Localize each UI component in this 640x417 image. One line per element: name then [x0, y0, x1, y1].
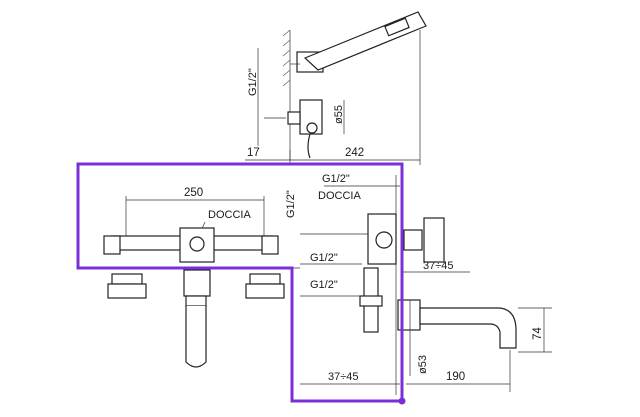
label-37-45-lower: 37÷45: [328, 371, 359, 383]
top-shower-assembly: [245, 11, 427, 165]
label-doccia-front: DOCCIA: [208, 209, 251, 221]
label-74: 74: [532, 327, 544, 340]
label-g12-top: G1/2": [247, 68, 259, 96]
label-250: 250: [184, 187, 203, 199]
label-37-45-upper: 37÷45: [423, 260, 454, 272]
label-g12-side-a: G1/2": [322, 173, 350, 185]
label-d55: ø55: [333, 105, 345, 124]
label-190: 190: [446, 371, 465, 383]
label-g12-mid2: G1/2": [310, 279, 338, 291]
label-17: 17: [247, 147, 260, 159]
highlight-handle[interactable]: [398, 397, 406, 405]
label-doccia-side: DOCCIA: [318, 190, 361, 202]
label-d53: ø53: [417, 355, 429, 374]
highlight-outline: [76, 162, 404, 403]
front-mixer-assembly: [90, 196, 300, 368]
label-g12-side-b: G1/2": [285, 190, 297, 218]
side-view-assembly: [300, 175, 552, 395]
label-242: 242: [345, 147, 364, 159]
label-g12-mid1: G1/2": [310, 252, 338, 264]
